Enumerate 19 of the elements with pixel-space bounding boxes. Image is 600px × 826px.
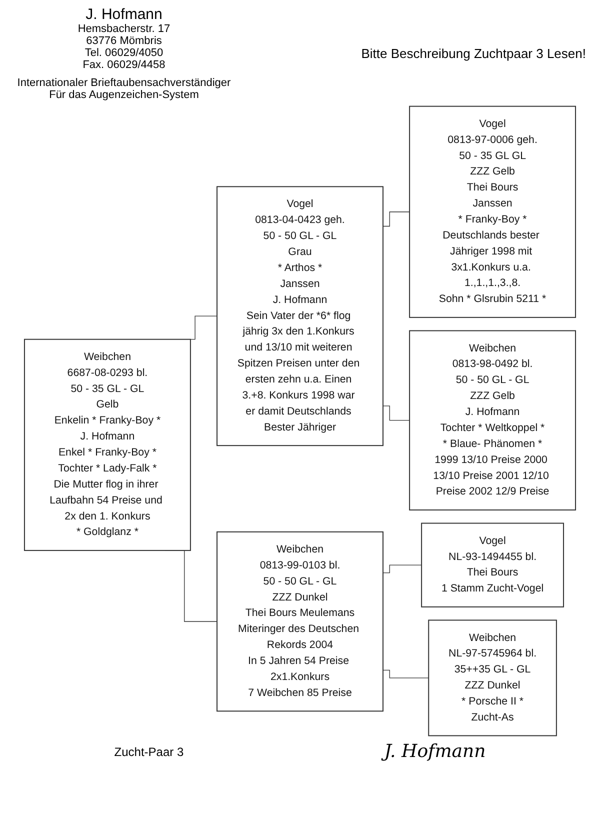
note-text: Bitte Beschreibung Zuchtpaar 3 Lesen! [361,46,586,61]
node-box: Weibchen 0813-98-0492 bl. 50 - 50 GL - GL ZZZ Gelb J. Hofmann Tochter * Weltkoppel * * Blaue- Phänomen * 1999 13/10 Preise 2000 13/10 Preise 2001 12/10 Preise 2002 12/9 Preise [409,330,576,510]
connector [382,406,410,421]
connector [382,670,429,678]
node-box: Weibchen 0813-99-0103 bl. 50 - 50 GL - GL ZZZ Dunkel Thei Bours Meulemans Miteringer des Deutschen Rekords 2004 In 5 Jahren 54 Preise 2x1.Konkurs 7 Weibchen 85 Preise [216,531,384,712]
letterhead-name: J. Hofmann [86,6,162,23]
node-box: Weibchen 6687-08-0293 bl. 50 - 35 GL - GL Gelb Enkelin * Franky-Boy * J. Hofmann Enkel * Franky-Boy * Tochter * Lady-Falk * Die Mutter flog in ihrer Laufbahn 54 Preise und 2x den 1. Konkurs * Goldglanz * [24,338,191,551]
phone-number: Tel. 06029/4050 [84,47,164,59]
node-box: Vogel 0813-97-0006 geh. 50 - 35 GL GL ZZZ Gelb Thei Bours Janssen * Franky-Boy * Deutschlands bester Jähriger 1998 mit 3x1.Konkurs u.a. 1.,1.,1.,3.,8. Sohn * Glsrubin 5211 * [409,106,576,318]
pair-label: Zucht-Paar 3 [114,744,184,758]
connector [382,212,410,227]
fax-number: Fax. 06029/4458 [82,59,166,71]
connector [382,564,422,574]
profession-text: Internationaler Brieftaubensachverständiger Für das Augenzeichen-System [16,77,232,101]
node-box: Weibchen NL-97-5745964 bl. 35++35 GL - GL ZZZ Dunkel * Porsche II * Zucht-As [428,620,557,736]
node-box: Vogel 0813-04-0423 geh. 50 - 50 GL - GL Grau * Arthos * Janssen J. Hofmann Sein Vater der *6* flog jährig 3x den 1.Konkurs und 13/10 mit weiteren Spitzen Preisen unter den ersten zehn u.a. Einen 3.+8. Konkurs 1998 war er damit Deutschlands Bester Jähriger [216,186,384,446]
node-box: Vogel NL-93-1494455 bl. Thei Bours 1 Stamm Zucht-Vogel [421,522,564,608]
city-address: 63776 Mömbris [86,35,162,47]
street-address: Hemsbacherstr. 17 [78,23,170,35]
